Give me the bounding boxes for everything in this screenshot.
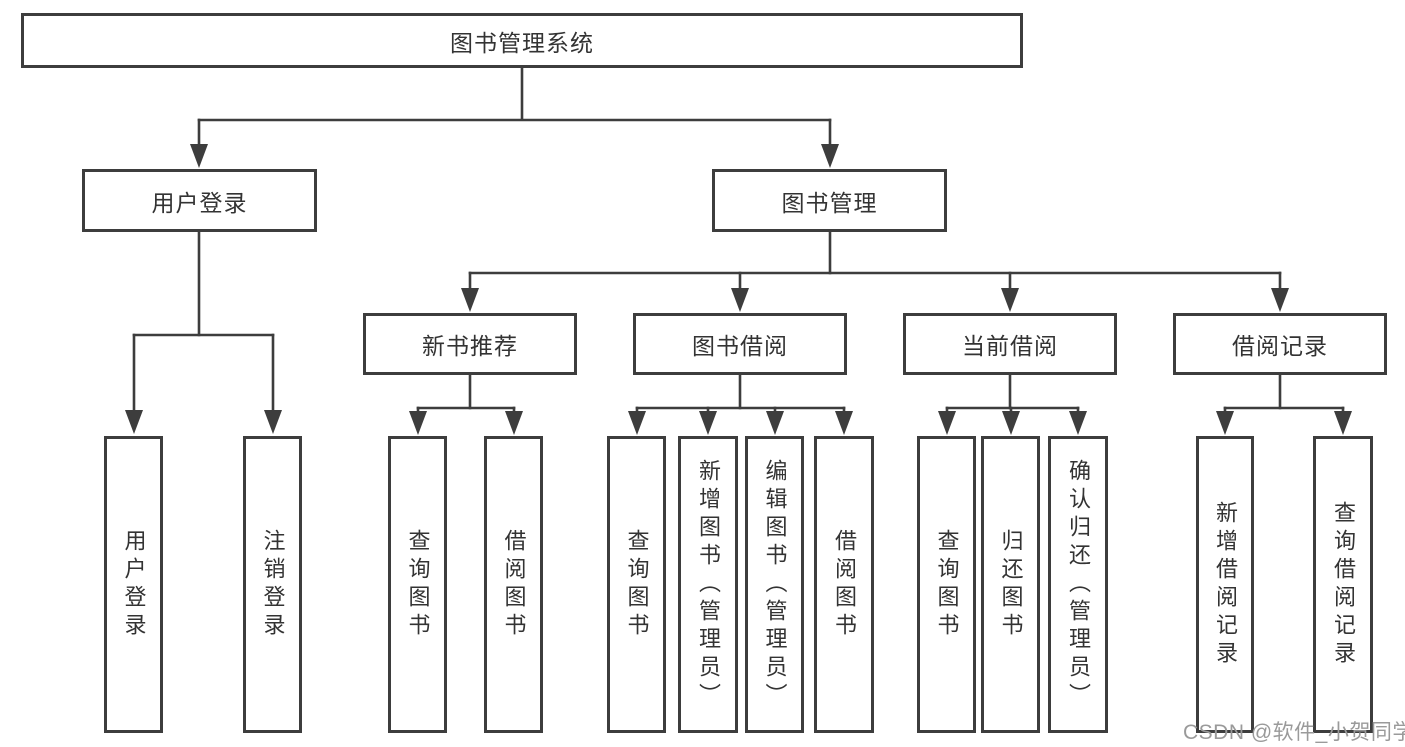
leaf-borrow-books: 借阅图书 <box>814 436 874 733</box>
leaf-logout: 注销登录 <box>243 436 302 733</box>
watermark: CSDN @软件_小贺同学 <box>1183 721 1405 744</box>
node-new-book-recommend: 新书推荐 <box>363 313 577 375</box>
leaf-return-book: 归还图书 <box>981 436 1040 733</box>
node-book-management: 图书管理 <box>712 169 947 232</box>
leaf-borrow-query-books: 查询图书 <box>607 436 666 733</box>
branch-book-management <box>468 232 1282 290</box>
leaf-add-borrow-record: 新增借阅记录 <box>1196 436 1254 733</box>
leaf-recommend-borrow-books: 借阅图书 <box>484 436 543 733</box>
branch-borrow-records <box>1223 375 1345 414</box>
leaf-edit-book-admin: 编辑图书（管理员） <box>745 436 804 733</box>
leaf-recommend-query-books: 查询图书 <box>388 436 447 733</box>
node-book-borrow: 图书借阅 <box>633 313 847 375</box>
branch-user-login <box>132 232 275 412</box>
branch-current-borrow <box>945 375 1080 414</box>
leaf-confirm-return-admin: 确认归还（管理员） <box>1048 436 1108 733</box>
node-current-borrow: 当前借阅 <box>903 313 1117 375</box>
leaf-query-borrow-record: 查询借阅记录 <box>1313 436 1373 733</box>
node-root: 图书管理系统 <box>21 13 1023 68</box>
branch-new-book-recommend <box>416 375 516 414</box>
branch-book-borrow <box>635 375 846 414</box>
arrowheads <box>125 144 1352 435</box>
node-borrow-records: 借阅记录 <box>1173 313 1387 375</box>
leaf-user-login: 用户登录 <box>104 436 163 733</box>
leaf-current-query-books: 查询图书 <box>917 436 976 733</box>
leaf-add-book-admin: 新增图书（管理员） <box>678 436 738 733</box>
branch-root <box>197 68 832 146</box>
node-user-login: 用户登录 <box>82 169 317 232</box>
